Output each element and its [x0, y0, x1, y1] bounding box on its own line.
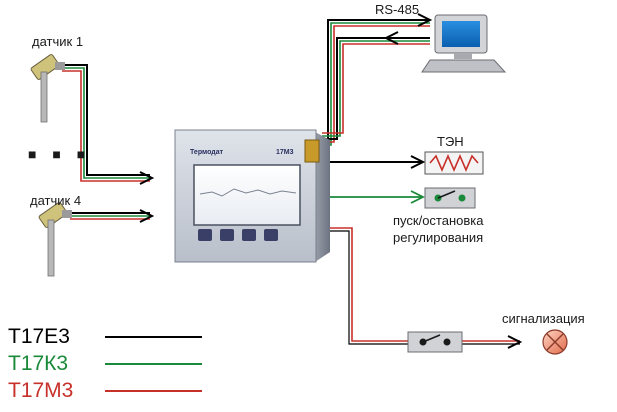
- temperature-sensor-icon: [30, 54, 65, 123]
- alarm-wire: [326, 227, 523, 349]
- sensor1-cable: [62, 64, 155, 185]
- legend-m3: Т17М3: [8, 379, 74, 402]
- sensor1-label: датчик 1: [32, 34, 84, 49]
- regulation-label: регулирования: [393, 230, 484, 245]
- device-brand: Термодат: [190, 149, 224, 156]
- alarm-label: сигнализация: [502, 311, 585, 326]
- alarm-lamp-icon: [542, 329, 568, 355]
- heater-wire: [326, 155, 426, 169]
- device-buttons: [198, 229, 278, 241]
- legend-e3: Т17Е3: [8, 325, 70, 348]
- sensors-ellipsis: ■ ■ ■: [28, 146, 92, 162]
- rs485-label: RS-485: [375, 2, 420, 17]
- switch-icon: [424, 187, 476, 209]
- legend-k3: Т17К3: [8, 352, 69, 375]
- computer-icon: [421, 14, 507, 73]
- sensor4-label: датчик 4: [30, 193, 82, 208]
- heater-label: ТЭН: [437, 134, 464, 149]
- controller-device: [174, 129, 330, 263]
- sensor4-cable: [70, 209, 155, 223]
- start-stop-wire: [326, 190, 426, 204]
- temperature-sensor-icon: [38, 202, 72, 277]
- switch-icon: [407, 331, 463, 353]
- device-model: 17М3: [276, 149, 294, 156]
- rs485-cable: [322, 13, 433, 149]
- start-stop-label: пуск/остановка: [393, 213, 484, 228]
- heater-icon: [424, 151, 484, 175]
